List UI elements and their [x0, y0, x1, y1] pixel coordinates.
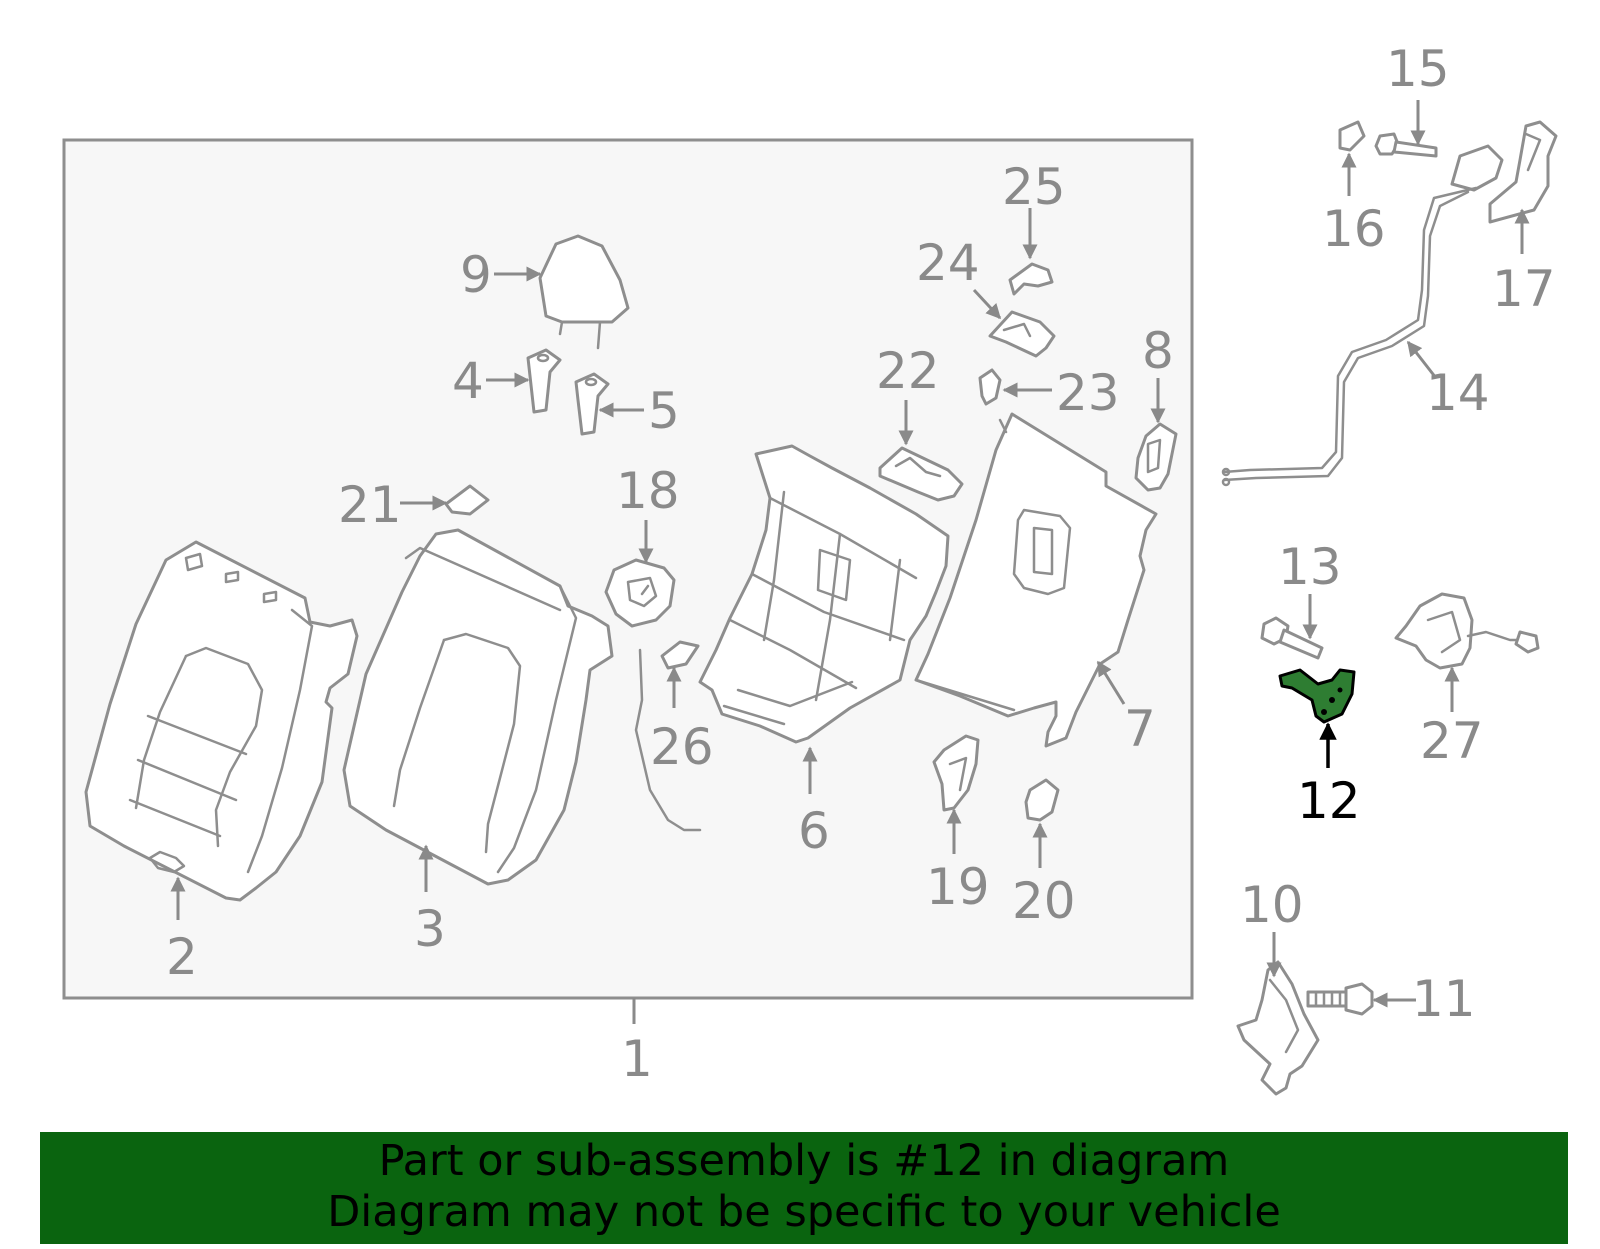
banner-line-2: Diagram may not be specific to your vehi… [327, 1187, 1281, 1237]
part-25-clip [1008, 262, 1054, 296]
callout-21: 21 [338, 476, 402, 534]
leader-24 [972, 288, 1002, 320]
part-10-bracket [1236, 960, 1320, 1096]
callout-18: 18 [616, 462, 680, 520]
part-8-bezel [1134, 422, 1178, 492]
callout-12: 12 [1297, 772, 1361, 830]
part-15-bolt [1374, 132, 1438, 158]
callout-8: 8 [1142, 322, 1174, 380]
banner-line-1: Part or sub-assembly is #12 in diagram [378, 1136, 1230, 1186]
callout-9: 9 [460, 246, 492, 304]
callout-2: 2 [166, 928, 198, 986]
part-18-latch [604, 558, 676, 628]
callout-13: 13 [1278, 538, 1342, 596]
callout-10: 10 [1240, 876, 1304, 934]
part-6-seatback-frame [698, 444, 950, 744]
callout-4: 4 [452, 352, 484, 410]
callout-19: 19 [926, 858, 990, 916]
part-16-clip [1338, 120, 1366, 152]
part-17-bracket [1488, 120, 1558, 224]
part-7-back-panel [914, 412, 1158, 748]
part-26-clip [660, 640, 700, 670]
leader-7 [1096, 660, 1126, 705]
part-13-bolt [1260, 616, 1324, 660]
callout-17: 17 [1492, 260, 1556, 318]
part-27-bracket [1394, 592, 1540, 670]
part-23-clip [978, 368, 1002, 406]
part-20-clip [1024, 778, 1060, 822]
callout-11: 11 [1412, 970, 1476, 1028]
callout-25: 25 [1002, 158, 1066, 216]
part-9-headrest [538, 234, 630, 350]
callout-3: 3 [414, 900, 446, 958]
part-21-clip [444, 484, 490, 516]
part-12-bracket-highlighted[interactable] [1278, 668, 1356, 724]
part-4-headrest-guide [526, 348, 562, 414]
release-cable [634, 648, 702, 832]
part-14-cable [1221, 144, 1504, 487]
callout-16: 16 [1322, 200, 1386, 258]
callout-14: 14 [1426, 364, 1490, 422]
leader-14 [1406, 340, 1438, 379]
part-5-headrest-guide [574, 372, 610, 436]
callout-15: 15 [1386, 40, 1450, 98]
part-19-bracket [932, 734, 980, 812]
callout-26: 26 [650, 718, 714, 776]
callout-24: 24 [916, 234, 980, 292]
callout-22: 22 [876, 342, 940, 400]
part-3-seatback-pad [342, 528, 614, 886]
callout-6: 6 [798, 802, 830, 860]
callout-23: 23 [1056, 364, 1120, 422]
info-banner: Part or sub-assembly is #12 in diagram D… [40, 1132, 1568, 1244]
callout-7: 7 [1124, 700, 1156, 758]
part-24-bracket [988, 310, 1056, 358]
callout-20: 20 [1012, 872, 1076, 930]
callout-27: 27 [1420, 712, 1484, 770]
part-22-bracket [878, 446, 964, 502]
callout-5: 5 [648, 382, 680, 440]
part-2-seatback-cover [84, 540, 359, 902]
part-11-bolt [1306, 982, 1374, 1016]
callout-1: 1 [621, 1030, 653, 1088]
